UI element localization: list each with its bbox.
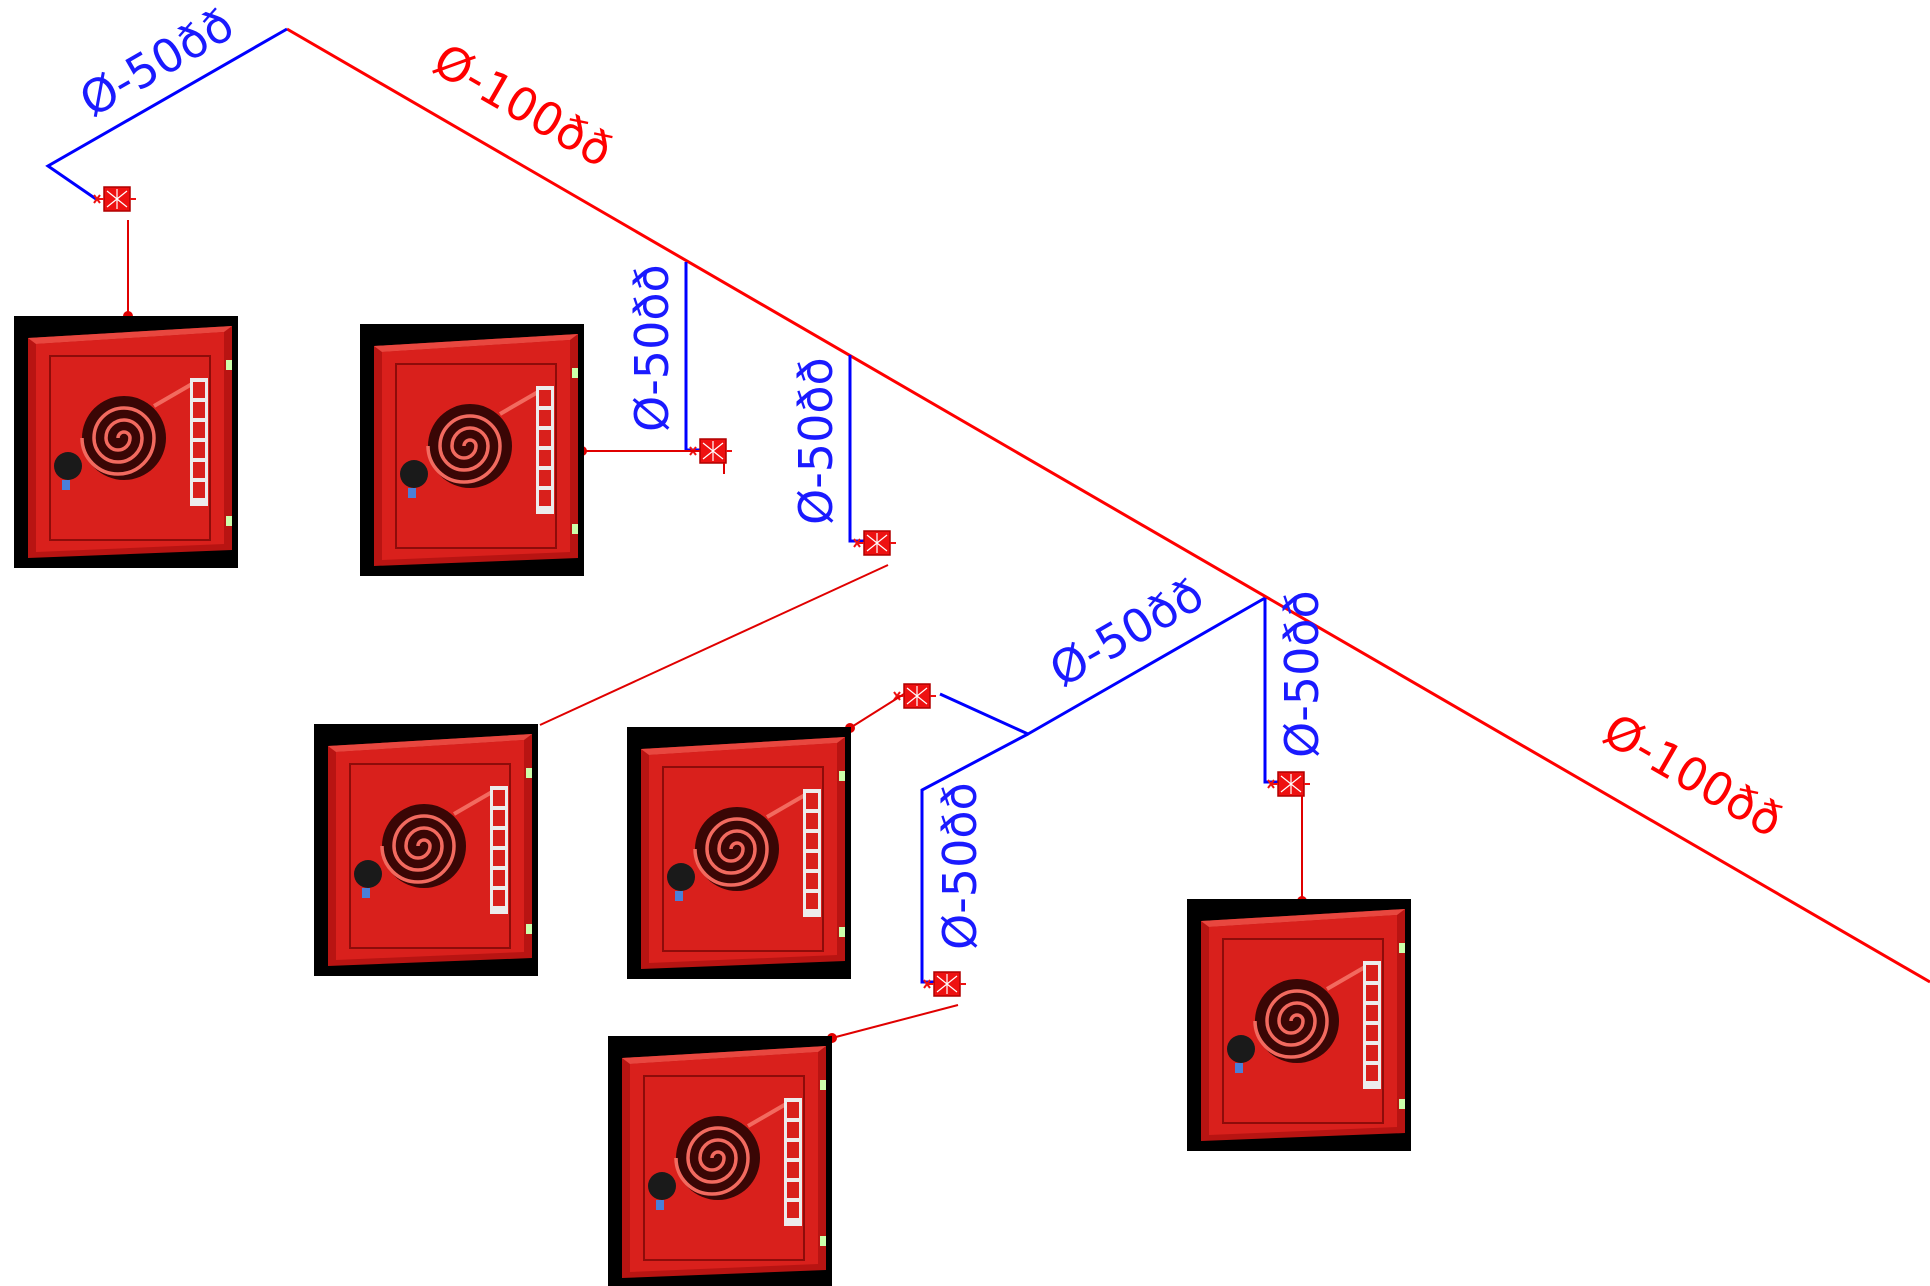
hose-valve-icon — [923, 971, 967, 997]
branch-label-mid-1: Ø-50ðð — [625, 264, 679, 432]
fire-hose-cabinet-icon — [12, 314, 240, 570]
main-pipe-label-lower: Ø-100ðð — [1595, 703, 1793, 848]
branch-label-top-left: Ø-50ðð — [71, 0, 243, 128]
fire-hose-cabinet-icon — [1185, 897, 1413, 1153]
main-pipe-label-upper: Ø-100ðð — [425, 33, 623, 178]
branch-label-right-vert: Ø-50ðð — [1275, 590, 1329, 758]
branch-pipe-top-left — [45, 27, 288, 201]
branch-pipe-mid-2 — [848, 355, 864, 543]
fire-hose-cabinet-icon — [358, 322, 586, 578]
main-pipe — [286, 27, 1930, 984]
fire-hose-cabinet-icon — [312, 722, 540, 978]
hose-valve-icon — [853, 530, 897, 556]
fire-hose-cabinet-icon — [625, 725, 853, 981]
branch-pipe-mid-1 — [684, 262, 700, 452]
hose-valve-icon — [1267, 771, 1311, 797]
branch-label-lower-vert: Ø-50ðð — [933, 782, 987, 950]
branch-label-mid-2: Ø-50ðð — [789, 357, 843, 525]
hose-valve-icon — [93, 186, 137, 212]
fire-hose-cabinet-icon — [606, 1034, 834, 1286]
connector-lines — [127, 220, 1303, 1039]
